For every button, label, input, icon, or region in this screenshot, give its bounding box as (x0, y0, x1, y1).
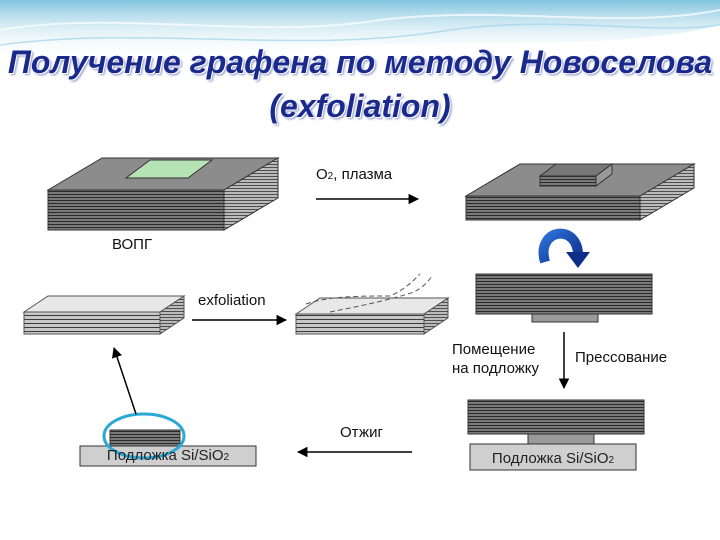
result-arrow (112, 347, 137, 415)
substrate-label-right: Подложка Si/SiO2 (491, 450, 615, 467)
exfoliated-stack-right (294, 273, 450, 335)
plasma-label: O2, плазма (316, 166, 393, 183)
hopg-block (46, 157, 280, 231)
header-wave (0, 0, 720, 60)
placement-label-line-1: Помещение (452, 341, 536, 358)
pressed-block (467, 399, 645, 471)
hopg-label: ВОПГ (112, 236, 153, 253)
etched-hopg-block (464, 163, 696, 221)
graphene-substrate (79, 412, 257, 467)
flip-arrow-icon (538, 228, 590, 268)
substrate-label-left: Подложка Si/SiO2 (106, 447, 230, 464)
exfoliated-stack-left (22, 295, 186, 335)
exfoliation-label: exfoliation (198, 292, 266, 309)
placement-label: Помещение на подложку (452, 340, 539, 378)
title-line-2: (exfoliation) (269, 88, 451, 124)
placement-label-line-2: на подложку (452, 360, 540, 377)
title-line-1: Получение графена по методу Новоселова (7, 44, 713, 80)
pressing-label: Прессование (575, 349, 668, 366)
flipped-block (475, 273, 653, 323)
annealing-label: Отжиг (340, 424, 383, 441)
